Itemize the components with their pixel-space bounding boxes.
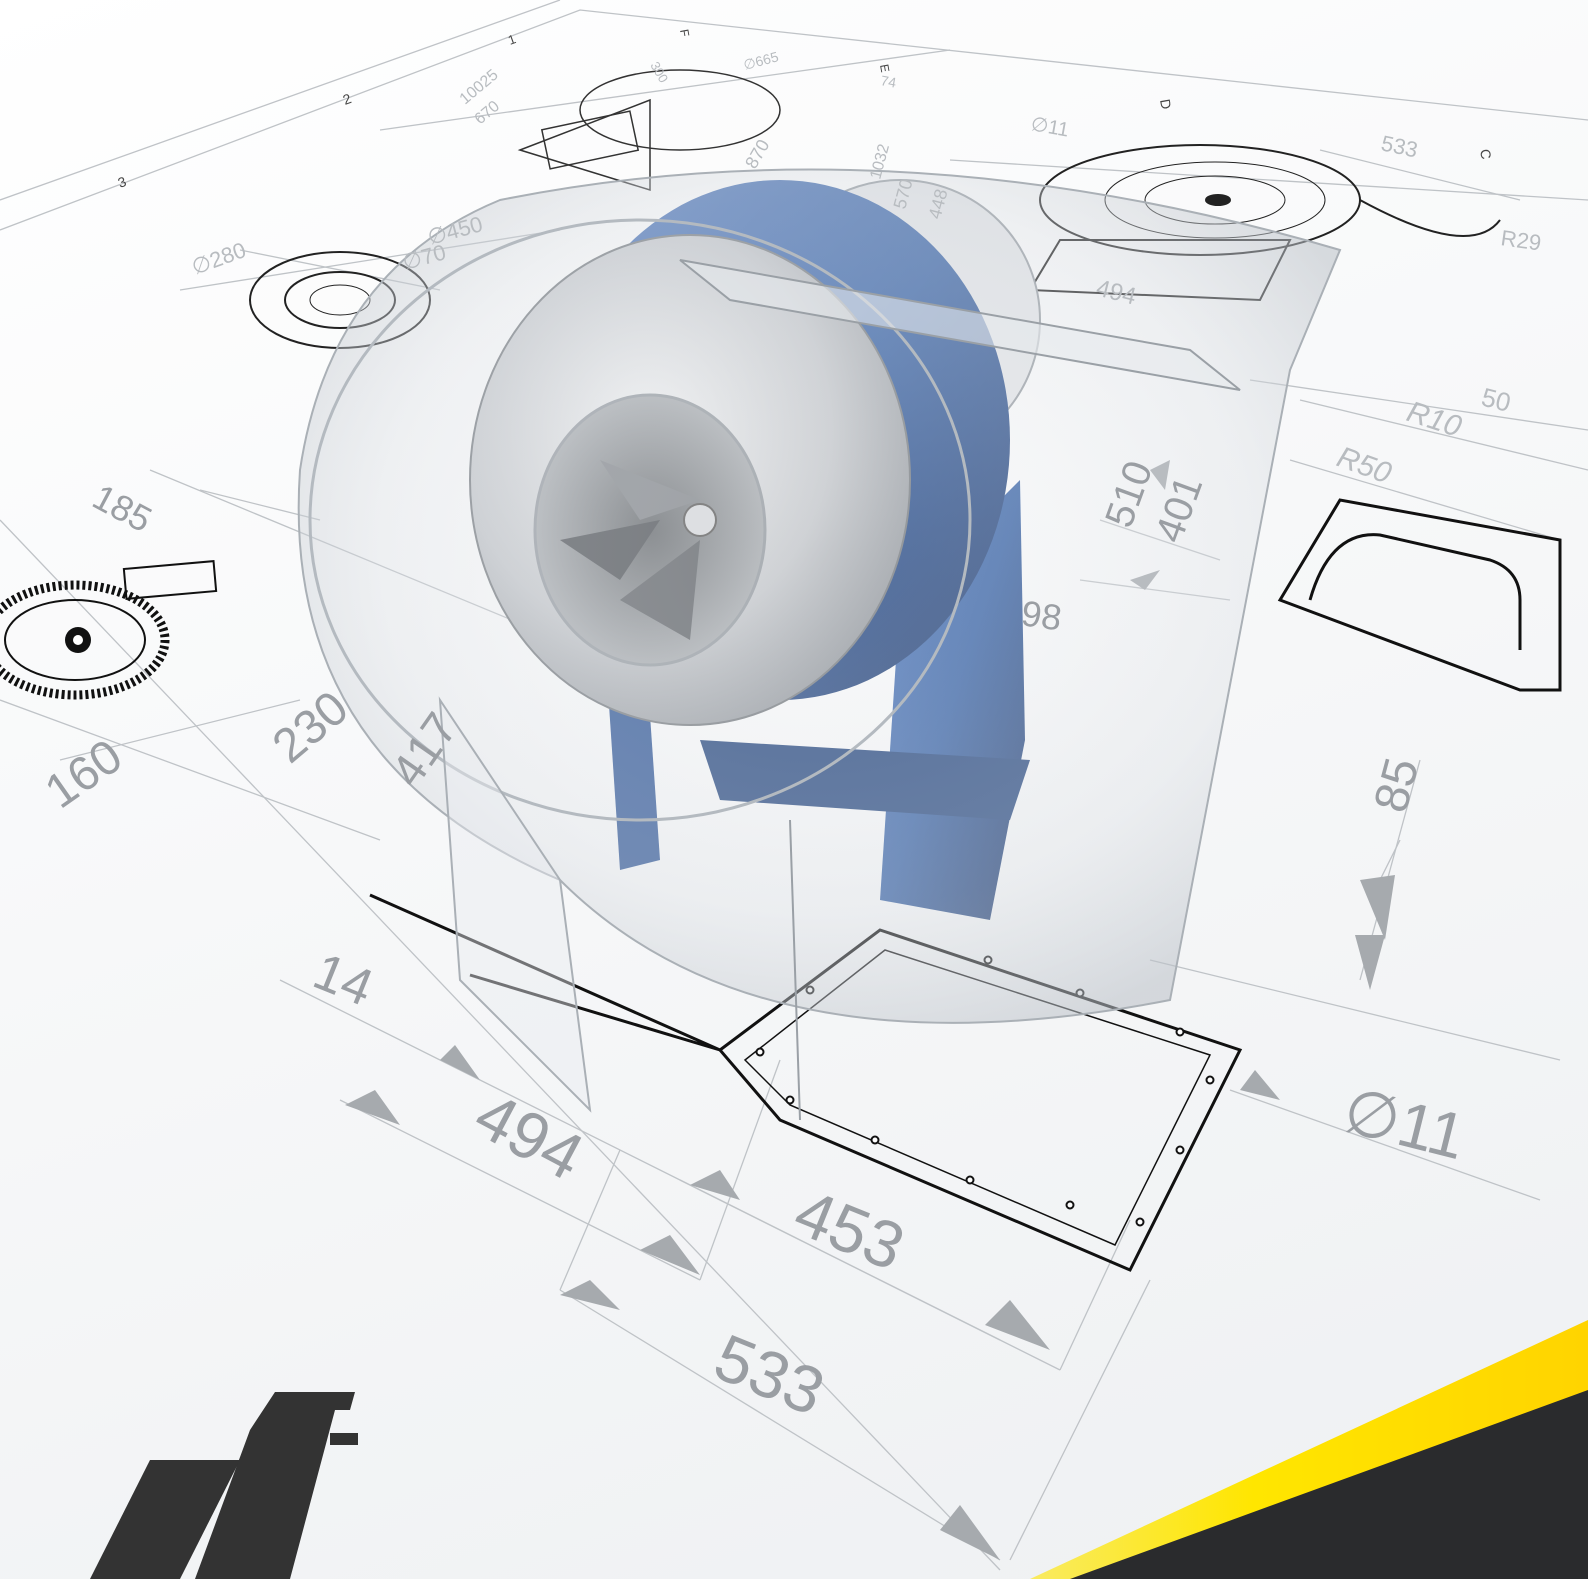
- dim-r50: R50: [1333, 441, 1396, 491]
- top-small-drawing: [517, 69, 781, 192]
- grid-label-e: E: [877, 63, 892, 73]
- grid-label-c: C: [1477, 148, 1495, 161]
- dim-phi11-top: ∅11: [1029, 113, 1070, 141]
- right-panel-drawing: [1277, 498, 1562, 692]
- dim-453: 453: [785, 1174, 915, 1284]
- dim-phi280: ∅280: [188, 237, 249, 280]
- dim-r293: R29: [1499, 225, 1542, 255]
- grid-label-2: 2: [341, 90, 354, 108]
- grid-label-f: F: [677, 28, 692, 38]
- motor-side-drawing: [0, 560, 218, 700]
- corner-accent: [1030, 1320, 1588, 1579]
- dim-300: 300: [647, 59, 671, 85]
- dim-870: 870: [741, 136, 773, 172]
- dim-50: 50: [1479, 382, 1514, 418]
- dim-670: 670: [472, 98, 503, 128]
- dim-14: 14: [306, 942, 381, 1017]
- dim-r10: R10: [1403, 395, 1466, 443]
- dim-533-top: 533: [1379, 130, 1420, 162]
- dim-185: 185: [86, 476, 158, 540]
- dim-533-bottom: 533: [705, 1319, 835, 1429]
- dim-phi665: ∅665: [742, 48, 781, 73]
- dim-74: 74: [879, 72, 897, 90]
- dim-phi11-bottom: ∅11: [1337, 1074, 1473, 1173]
- grid-label-1: 1: [506, 31, 518, 48]
- centrifugal-fan-render: [297, 168, 1342, 1121]
- dim-98: 98: [1019, 592, 1064, 638]
- grid-label-d: D: [1157, 98, 1175, 111]
- company-logo-icon: [90, 1392, 358, 1579]
